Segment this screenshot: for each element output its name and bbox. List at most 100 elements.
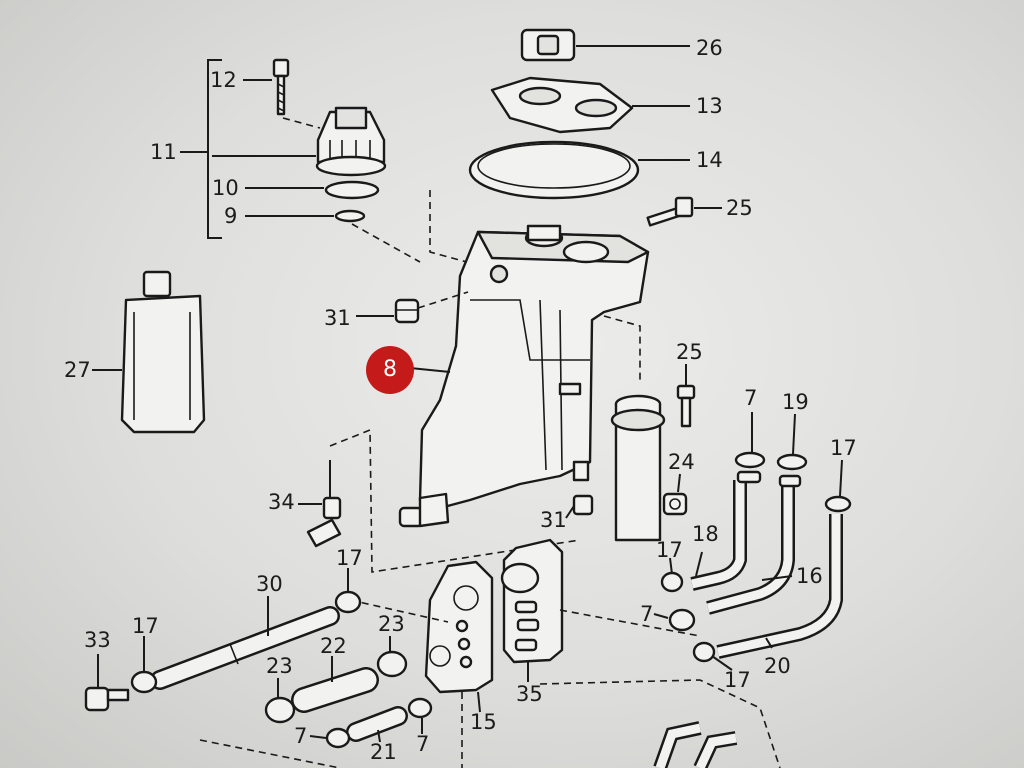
label-11: 11 — [150, 140, 177, 164]
clamp-23-b — [264, 696, 296, 724]
label-34: 34 — [268, 490, 295, 514]
label-18: 18 — [692, 522, 719, 546]
label-7-top: 7 — [744, 386, 758, 410]
label-21: 21 — [370, 740, 397, 764]
hose-16 — [706, 482, 795, 615]
label-17-top: 17 — [830, 436, 857, 460]
label-33: 33 — [84, 628, 111, 652]
label-31-top: 31 — [324, 306, 351, 330]
label-14: 14 — [696, 148, 723, 172]
dash-lower-e — [539, 679, 781, 768]
clamp-17-d — [334, 590, 362, 614]
label-16: 16 — [796, 564, 823, 588]
label-31-bottom: 31 — [540, 508, 567, 532]
clamp-19 — [776, 453, 808, 488]
sensor-34 — [306, 460, 342, 548]
leader-8 — [409, 367, 451, 373]
label-23-a: 23 — [378, 612, 405, 636]
label-25-right: 25 — [676, 340, 703, 364]
leader-24 — [677, 473, 681, 493]
label-10: 10 — [212, 176, 239, 200]
pipes-bottom — [653, 721, 738, 768]
label-20: 20 — [764, 654, 791, 678]
dash-31-top — [417, 291, 469, 309]
label-35: 35 — [516, 682, 543, 706]
label-15: 15 — [470, 710, 497, 734]
clamp-17-c — [692, 641, 716, 663]
bolt-33 — [84, 686, 130, 712]
o-ring-10 — [324, 180, 380, 200]
dash-guide-right — [603, 315, 641, 380]
hose-21 — [346, 706, 408, 742]
leader-15 — [477, 691, 481, 713]
clamp-7-d — [407, 697, 433, 719]
label-27: 27 — [64, 358, 91, 382]
clamp-7-b — [668, 608, 696, 632]
dash-lower-d — [199, 739, 341, 768]
group-11-bracket — [207, 59, 222, 239]
dash-12-11 — [282, 117, 321, 129]
label-19: 19 — [782, 390, 809, 414]
clamp-17-b — [660, 571, 684, 593]
hose-18 — [690, 480, 747, 591]
leader-18 — [695, 551, 703, 577]
dash-34 — [329, 428, 581, 573]
dash-9-housing — [351, 223, 421, 263]
leader-17a — [839, 459, 843, 497]
adapter-35 — [500, 538, 564, 664]
dash-lower-a — [349, 599, 449, 623]
label-9: 9 — [224, 204, 238, 228]
filter-element-tube — [610, 394, 666, 542]
gasket-13 — [490, 76, 634, 134]
plug-26 — [520, 28, 576, 62]
label-17-b: 17 — [656, 538, 683, 562]
label-24: 24 — [668, 450, 695, 474]
seal-9 — [334, 209, 366, 223]
label-26: 26 — [696, 36, 723, 60]
bolt-25-right — [676, 384, 696, 428]
tube-30 — [150, 606, 340, 690]
hose-20 — [716, 514, 843, 659]
clamp-7-c — [325, 727, 351, 749]
clamp-7-top — [734, 451, 766, 484]
bottle-27 — [120, 270, 206, 434]
leader-7b — [653, 613, 669, 619]
clamp-17-top — [824, 495, 852, 513]
large-ring-14 — [468, 140, 640, 200]
dash-guide-left — [429, 190, 475, 265]
fitting-31-top — [394, 298, 420, 324]
leader-16 — [761, 575, 793, 581]
label-17-e: 17 — [132, 614, 159, 638]
label-17-c: 17 — [724, 668, 751, 692]
leader-31b — [565, 505, 575, 519]
leader-7c — [309, 735, 327, 739]
leader-17c — [711, 655, 733, 671]
nut-24 — [662, 492, 688, 516]
leader-21 — [377, 729, 381, 743]
fitting-31-bottom — [572, 494, 594, 516]
label-13: 13 — [696, 94, 723, 118]
label-7-d: 7 — [416, 732, 430, 756]
leader-20 — [765, 637, 773, 649]
label-23-b: 23 — [266, 654, 293, 678]
label-17-d: 17 — [336, 546, 363, 570]
filter-cap-11 — [315, 106, 387, 177]
leader-17b — [669, 557, 673, 575]
bolt-12 — [272, 58, 290, 116]
bolt-25-top — [646, 196, 694, 227]
label-25-top: 25 — [726, 196, 753, 220]
leader-19 — [792, 413, 796, 455]
highlight-badge-8[interactable]: 8 — [366, 346, 414, 394]
label-30: 30 — [256, 572, 283, 596]
label-7-b: 7 — [640, 602, 654, 626]
label-12: 12 — [210, 68, 237, 92]
hose-22 — [291, 667, 379, 713]
bracket-plate-15 — [424, 560, 494, 694]
label-22: 22 — [320, 634, 347, 658]
label-7-c: 7 — [294, 724, 308, 748]
clamp-23-a — [376, 650, 408, 678]
clamp-17-e — [130, 670, 158, 694]
filter-housing-8 — [398, 224, 650, 528]
